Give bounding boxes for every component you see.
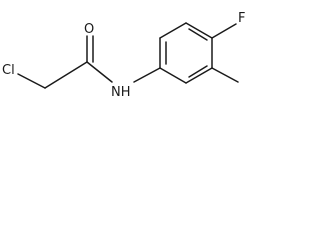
ring-inner-bond-2 [188,28,208,41]
atom-label-o: O [84,22,94,37]
bond-ring-methyl [211,67,239,83]
ring-inner-bond-3 [188,65,208,78]
molecule-structure-diagram: Cl O NH F [0,0,264,108]
molecule-svg: Cl O NH F [2,11,245,100]
bond-carbonyl-nh [86,61,113,83]
atom-label-nh: NH [111,85,131,100]
bond-ch2-carbonyl [44,61,88,89]
bond-nh-ring [133,67,161,83]
ring-bond-5 [185,67,213,84]
bond-ring-f [211,23,237,39]
ring-bond-6 [159,67,187,84]
bond-cl-ch2 [17,73,46,89]
ring-bond-2 [159,22,187,39]
ring-bond-3 [185,22,213,39]
atom-label-cl: Cl [2,63,15,78]
atom-label-f: F [238,11,245,26]
